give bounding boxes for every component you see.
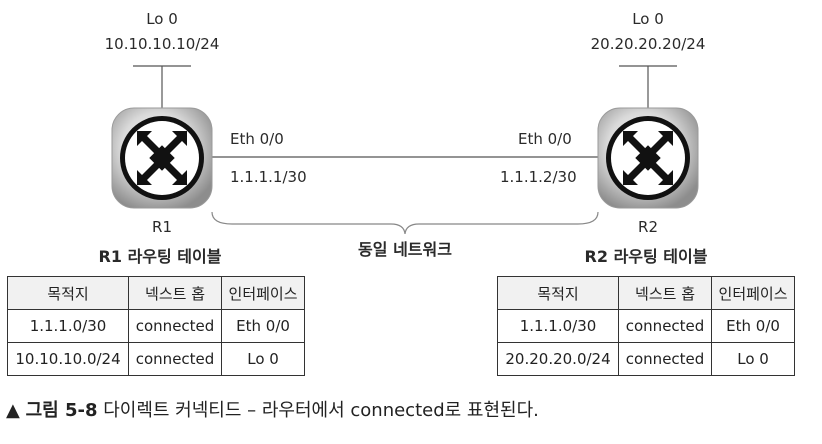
header-destination: 목적지 [7,276,129,310]
r2-loopback-ip: 20.20.20.20/24 [590,35,706,53]
table-header-row: 목적지 넥스트 홉 인터페이스 [7,276,305,310]
cell-next-hop: connected [617,309,713,343]
triangle-icon: ▲ [6,400,20,421]
cell-interface: Eth 0/0 [711,309,795,343]
caption-text: 다이렉트 커넥티드 – 라우터에서 connected로 표현된다. [103,400,539,421]
cell-destination: 20.20.20.0/24 [497,342,619,376]
table-header-row: 목적지 넥스트 홉 인터페이스 [497,276,795,310]
cell-next-hop: connected [617,342,713,376]
r1-interface-label: Eth 0/0 [230,130,284,148]
header-next-hop: 넥스트 홉 [127,276,223,310]
header-interface: 인터페이스 [221,276,305,310]
cell-destination: 1.1.1.0/30 [497,309,619,343]
r2-name: R2 [638,218,658,236]
network-label: 동일 네트워크 [358,240,452,259]
r1-routing-table: 목적지 넥스트 홉 인터페이스 1.1.1.0/30 connected Eth… [7,276,305,376]
cell-destination: 1.1.1.0/30 [7,309,129,343]
cell-next-hop: connected [127,309,223,343]
r2-table-title: R2 라우팅 테이블 [584,247,708,266]
cell-next-hop: connected [127,342,223,376]
router-r1-icon [111,107,213,209]
cell-interface: Eth 0/0 [221,309,305,343]
r1-table-title: R1 라우팅 테이블 [98,247,222,266]
table-row: 20.20.20.0/24 connected Lo 0 [497,342,795,376]
header-interface: 인터페이스 [711,276,795,310]
table-row: 1.1.1.0/30 connected Eth 0/0 [7,309,305,343]
header-next-hop: 넥스트 홉 [617,276,713,310]
figure-number: 그림 5-8 [25,400,98,421]
cell-interface: Lo 0 [221,342,305,376]
cell-interface: Lo 0 [711,342,795,376]
r1-interface-ip: 1.1.1.1/30 [230,168,307,186]
table-row: 10.10.10.0/24 connected Lo 0 [7,342,305,376]
r2-interface-label: Eth 0/0 [518,130,572,148]
r2-routing-table: 목적지 넥스트 홉 인터페이스 1.1.1.0/30 connected Eth… [497,276,795,376]
network-brace [211,211,599,235]
r1-loopback-ip: 10.10.10.10/24 [104,35,220,53]
table-row: 1.1.1.0/30 connected Eth 0/0 [497,309,795,343]
header-destination: 목적지 [497,276,619,310]
cell-destination: 10.10.10.0/24 [7,342,129,376]
router-r2-icon [597,107,699,209]
r1-name: R1 [152,218,172,236]
figure-caption: ▲ 그림 5-8 다이렉트 커넥티드 – 라우터에서 connected로 표현… [6,396,539,422]
r2-loopback-label: Lo 0 [632,10,664,28]
r2-interface-ip: 1.1.1.2/30 [500,168,577,186]
r1-loopback-label: Lo 0 [146,10,178,28]
